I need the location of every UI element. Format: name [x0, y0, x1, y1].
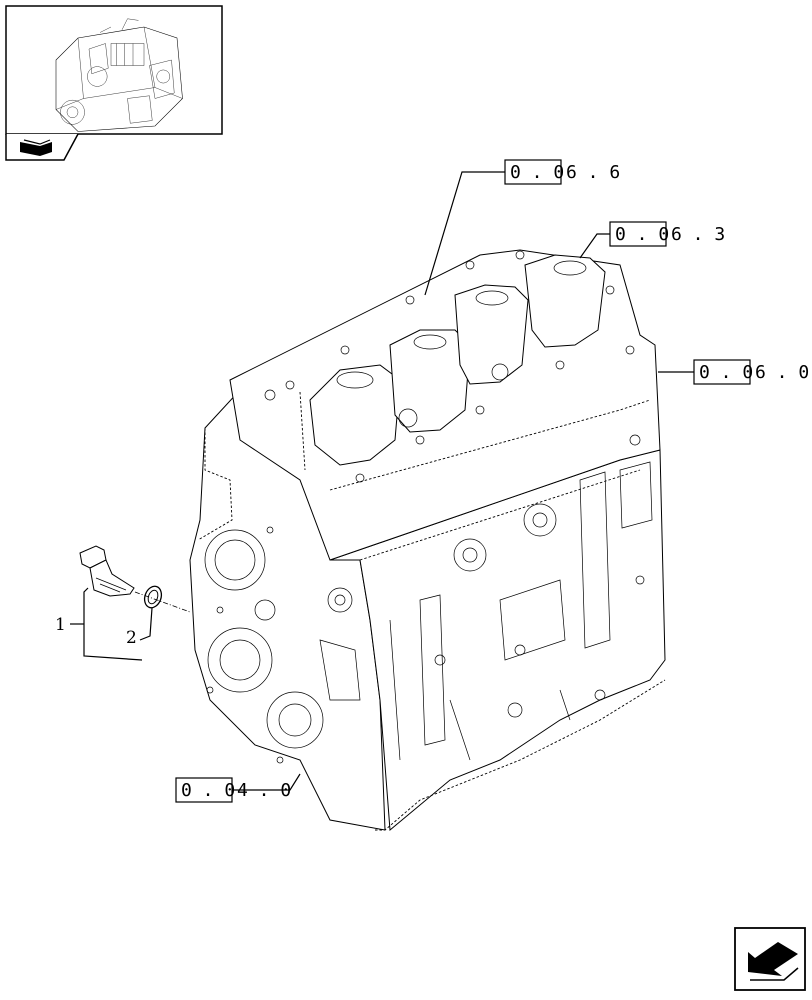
part-2-leader — [139, 607, 153, 641]
ref-callout-2[interactable]: 0 . 0 6 . 3 — [609, 221, 725, 247]
ref-callout-1[interactable]: 0 . 0 6 . 6 — [504, 159, 620, 185]
ref-1-suffix: 6 . 6 — [566, 162, 620, 183]
ref-leader-2 — [579, 233, 610, 259]
next-page-arrow-icon[interactable] — [734, 927, 806, 991]
ref-leader-1 — [424, 171, 505, 296]
engine-thumbnail-icon[interactable] — [5, 5, 223, 135]
part-1-number[interactable]: 1 — [55, 615, 66, 635]
ref-leader-4 — [232, 773, 301, 791]
ref-3-suffix: 6 . 0 — [755, 362, 809, 383]
ref-4-boxed: 0 . 0 — [181, 780, 235, 801]
ref-3-boxed: 0 . 0 — [699, 362, 753, 383]
part-2-seal-ring — [143, 585, 163, 609]
part-1-leader — [83, 587, 143, 661]
ref-callout-3[interactable]: 0 . 0 6 . 0 — [693, 359, 809, 385]
engine-block-drawing — [189, 249, 666, 832]
part-2-number[interactable]: 2 — [126, 628, 137, 648]
ref-4-suffix: 4 . 0 — [237, 780, 291, 801]
ref-2-suffix: 6 . 3 — [671, 224, 725, 245]
ref-callout-4[interactable]: 0 . 0 4 . 0 — [175, 777, 291, 803]
assembly-axis — [134, 591, 191, 613]
part-1-plug — [79, 545, 135, 597]
ref-1-boxed: 0 . 0 — [510, 162, 564, 183]
ref-2-boxed: 0 . 0 — [615, 224, 669, 245]
book-icon[interactable] — [5, 133, 79, 161]
